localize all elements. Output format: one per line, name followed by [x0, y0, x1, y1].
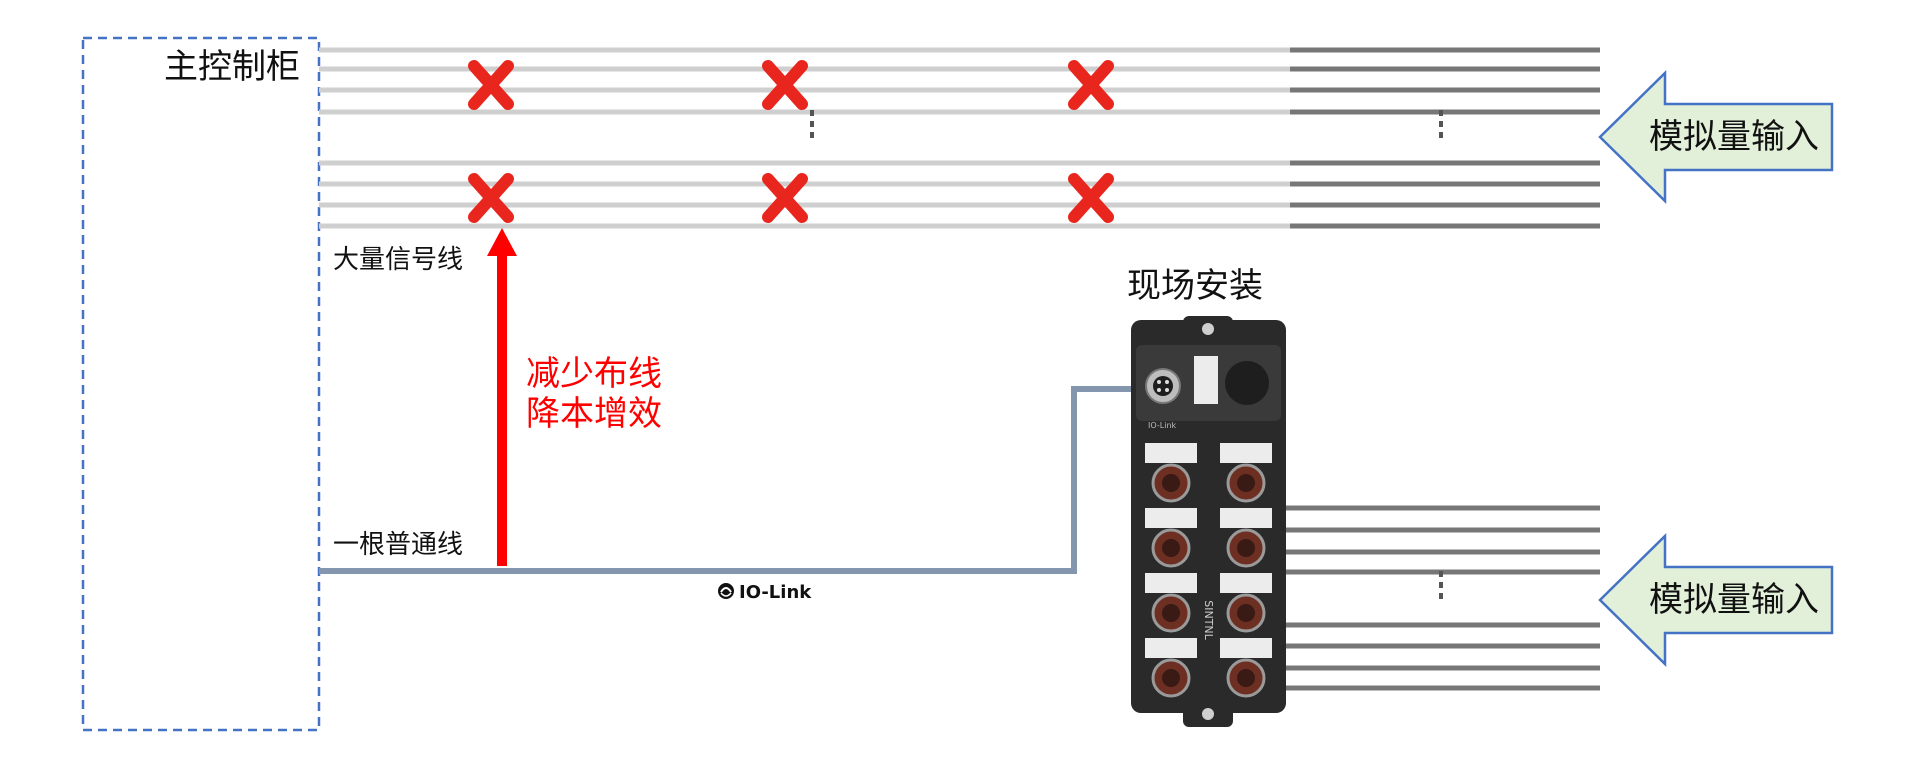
cross-marks	[468, 60, 1114, 223]
cross-mark-icon	[468, 173, 514, 223]
port-label-plate-1-3	[1220, 638, 1272, 658]
iolink-cable	[319, 386, 1132, 574]
ellipsis-dot-2-1	[1439, 582, 1443, 588]
cross-stroke-b-2	[1068, 60, 1114, 110]
benefit-label-line1: 减少布线	[526, 354, 662, 394]
port-socket-core-0-0	[1162, 474, 1180, 492]
control-cabinet-box	[81, 36, 321, 732]
port-socket-core-1-1	[1237, 539, 1255, 557]
cross-mark-icon	[1068, 60, 1114, 110]
port-label-plate-0-0	[1145, 443, 1197, 463]
ellipsis-dot-0-2	[810, 132, 814, 138]
one-wire-label: 一根普通线	[333, 530, 463, 560]
wire-ellipsis	[810, 110, 1443, 599]
iolink-brand-text: IO-Link	[739, 582, 812, 603]
port-label-plate-0-3	[1145, 638, 1197, 658]
port-socket-core-1-2	[1237, 604, 1255, 622]
cross-mark-icon	[468, 60, 514, 110]
port-socket-core-0-3	[1162, 669, 1180, 687]
module-mount-hole-bottom	[1202, 708, 1214, 720]
module-port-label: IO-Link	[1148, 421, 1177, 430]
module-mount-hole-top	[1202, 323, 1214, 335]
cross-stroke-b-0	[468, 60, 514, 110]
analog-input-label-bottom: 模拟量输入	[1649, 580, 1819, 620]
port-label-plate-1-1	[1220, 508, 1272, 528]
cross-stroke-b-5	[1068, 173, 1114, 223]
ellipsis-dot-1-2	[1439, 132, 1443, 138]
iolink-logo-icon	[718, 583, 734, 599]
field-install-label: 现场安装	[1127, 266, 1263, 306]
ellipsis-dot-1-1	[1439, 121, 1443, 127]
ellipsis-dot-2-2	[1439, 593, 1443, 599]
port-label-plate-1-0	[1220, 443, 1272, 463]
cross-stroke-b-1	[762, 60, 808, 110]
arrow-up-icon	[487, 228, 517, 566]
module-port-grid	[1145, 443, 1272, 698]
iolink-module: IO-Link SINTNL	[1131, 316, 1286, 727]
port-label-plate-0-2	[1145, 573, 1197, 593]
cabinet-label: 主控制柜	[164, 47, 300, 87]
analog-input-label-top: 模拟量输入	[1649, 117, 1819, 157]
ellipsis-dot-1-0	[1439, 110, 1443, 116]
benefit-label-line2: 降本增效	[526, 394, 662, 434]
ellipsis-dot-2-0	[1439, 571, 1443, 577]
signal-wire-bundle	[319, 47, 1600, 691]
port-socket-core-1-0	[1237, 474, 1255, 492]
iolink-logo: IO-Link	[718, 582, 812, 603]
arrow-left-icon-bottom	[1598, 533, 1834, 667]
cross-stroke-b-4	[762, 173, 808, 223]
port-socket-core-1-3	[1237, 669, 1255, 687]
ellipsis-dot-0-0	[810, 110, 814, 116]
module-side-brand: SINTNL	[1202, 600, 1215, 640]
cross-stroke-b-3	[468, 173, 514, 223]
arrow-left-icon-top	[1598, 70, 1834, 204]
ellipsis-dot-0-1	[810, 121, 814, 127]
cross-mark-icon	[762, 173, 808, 223]
port-label-plate-1-2	[1220, 573, 1272, 593]
module-seal-cap	[1225, 361, 1269, 405]
port-socket-core-0-2	[1162, 604, 1180, 622]
port-label-plate-0-1	[1145, 508, 1197, 528]
port-socket-core-0-1	[1162, 539, 1180, 557]
many-wires-label: 大量信号线	[333, 245, 463, 275]
cross-mark-icon	[762, 60, 808, 110]
cross-mark-icon	[1068, 173, 1114, 223]
module-connector-port	[1145, 368, 1181, 404]
module-top-label-plate	[1194, 356, 1218, 404]
